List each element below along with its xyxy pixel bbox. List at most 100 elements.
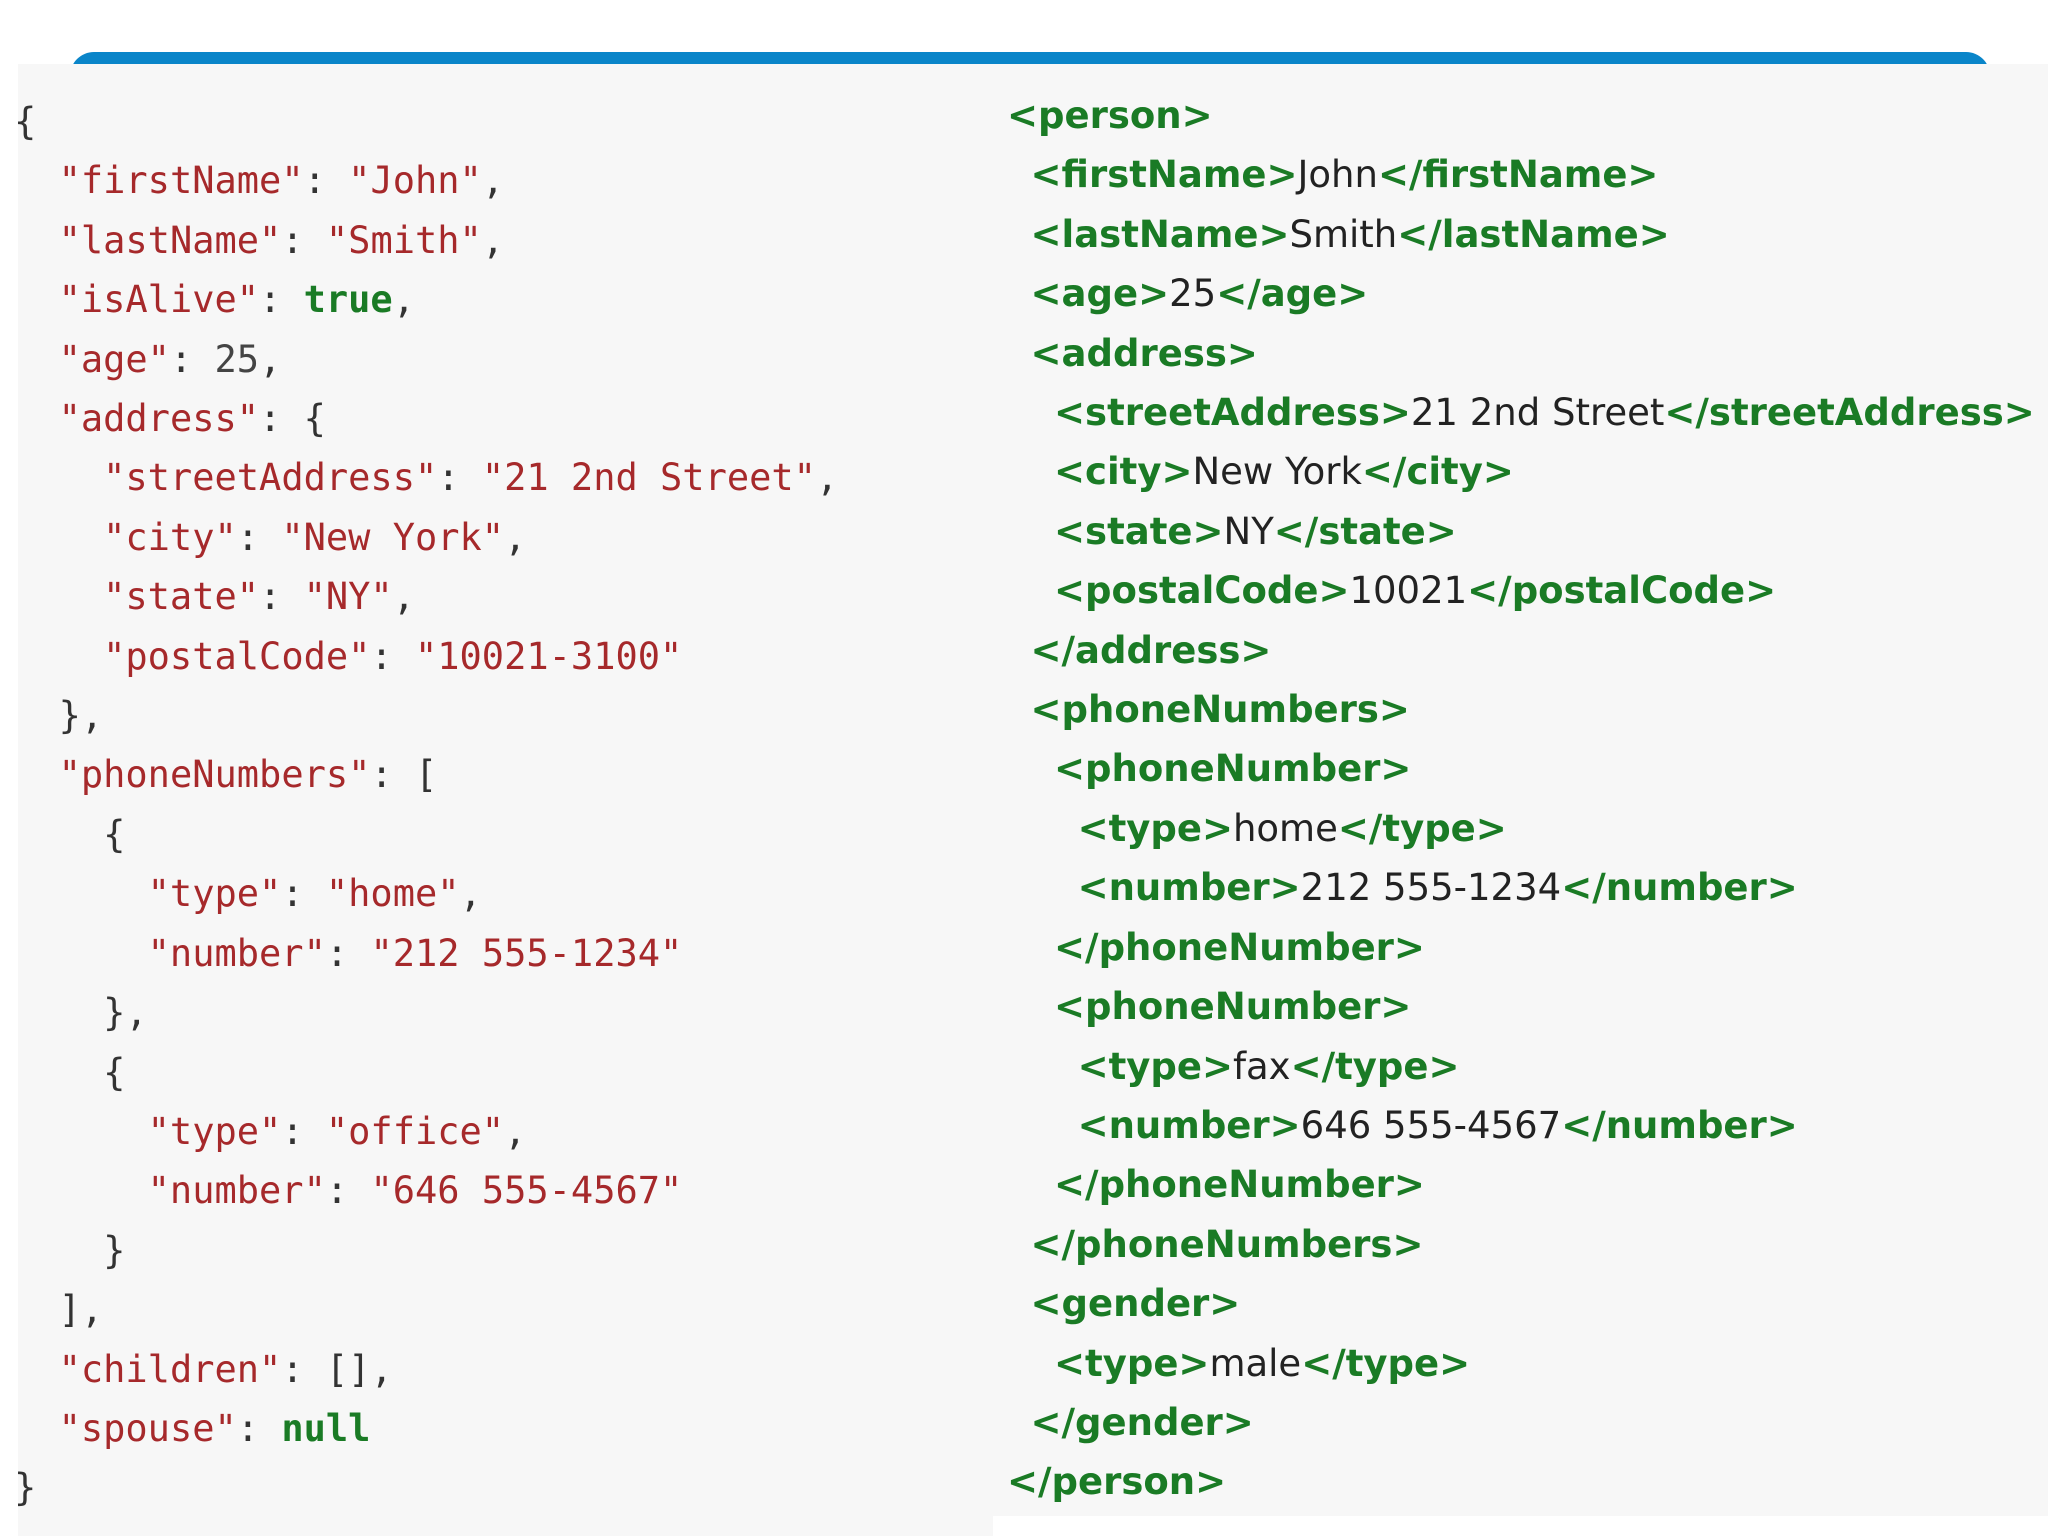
xml-line-postalcode: <postalCode>10021</postalCode> [1054,569,1776,612]
json-value: "212 555-1234" [370,931,683,975]
json-line-phonenumbers: "phoneNumbers": [ [58,753,438,797]
json-line-state: "state": "NY", [103,575,415,619]
json-open-brace: { [103,1050,126,1094]
json-key: "address" [58,397,260,441]
json-value: "John" [348,159,482,203]
xml-tag: </person> [1007,1460,1227,1504]
xml-tag: </address> [1030,628,1272,672]
xml-tag: <state> [1054,509,1224,553]
json-line-spouse: "spouse": null [58,1406,371,1450]
json-open-bracket: [ [415,753,438,797]
xml-tag: </type> [1301,1341,1471,1385]
json-line-streetaddress: "streetAddress": "21 2nd Street", [103,456,839,500]
xml-tag: </gender> [1030,1400,1254,1444]
json-value: [] [325,1347,371,1391]
json-line-firstname: "firstName": "John", [58,159,505,203]
xml-text: fax [1232,1044,1291,1088]
xml-text: male [1209,1341,1302,1385]
xml-tag: </lastName> [1397,212,1670,256]
json-open-brace: { [14,100,37,143]
json-value: "NY" [303,575,393,619]
xml-tag: <phoneNumber> [1054,985,1412,1029]
xml-code-panel [993,64,2048,1516]
json-line-type: "type": "office", [147,1109,527,1153]
json-line-lastname: "lastName": "Smith", [58,218,505,262]
json-close-brace: }, [58,694,104,738]
json-line-postalcode: "postalCode": "10021-3100" [103,634,683,678]
json-key: "type" [147,872,282,916]
xml-line-city: <city>New York</city> [1054,450,1514,493]
json-value: 25 [214,337,260,381]
xml-line-type: <type>fax</type> [1078,1045,1460,1088]
json-value: "office" [325,1109,505,1153]
json-value: null [281,1406,371,1450]
json-value: "10021-3100" [414,634,683,678]
json-key: "lastName" [58,218,282,262]
json-value: true [303,278,393,322]
xml-text: 21 2nd Street [1410,391,1665,435]
json-key: "children" [58,1347,282,1391]
json-key: "age" [58,337,170,381]
json-close-brace: } [14,1466,37,1510]
xml-text: NY [1223,509,1274,553]
xml-tag: <streetAddress> [1054,391,1411,435]
json-open-brace: { [103,812,126,856]
xml-tag: </phoneNumbers> [1030,1222,1424,1266]
xml-tag: </firstName> [1377,153,1659,197]
json-line-number: "number": "646 555-4567" [147,1169,683,1213]
xml-tag: <type> [1077,1044,1233,1088]
json-line-city: "city": "New York", [103,515,527,559]
json-close-bracket: ], [58,1288,104,1332]
xml-tag: </type> [1290,1044,1460,1088]
xml-code-block: <person> <firstName>John</firstName> <la… [1007,86,2035,1512]
json-code-panel [18,64,993,1536]
xml-tag: </postalCode> [1467,569,1777,613]
xml-tag: </city> [1361,450,1514,494]
xml-tag: <age> [1030,272,1170,316]
json-value: "21 2nd Street" [481,456,816,500]
xml-tag: </type> [1337,806,1507,850]
xml-line-gender-type: <type>male</type> [1054,1342,1470,1385]
xml-tag: <firstName> [1030,153,1298,197]
xml-tag: </phoneNumber> [1054,1163,1425,1207]
json-key: "spouse" [58,1406,237,1450]
xml-tag: <person> [1007,94,1213,137]
xml-tag: </age> [1216,272,1369,316]
xml-tag: <lastName> [1030,212,1290,256]
json-key: "isAlive" [58,278,260,322]
xml-text: 212 555-1234 [1300,866,1562,910]
xml-text: John [1297,153,1378,197]
xml-tag: <number> [1077,866,1301,910]
xml-tag: <phoneNumber> [1054,747,1412,791]
xml-line-state: <state>NY</state> [1054,510,1457,553]
json-open-brace: { [303,397,326,441]
xml-tag: </state> [1273,509,1457,553]
json-value: "home" [325,872,460,916]
xml-text: 646 555-4567 [1300,1103,1562,1147]
xml-tag: <number> [1077,1103,1301,1147]
json-key: "streetAddress" [103,456,438,500]
json-key: "city" [103,515,237,559]
xml-line-type: <type>home</type> [1078,807,1507,850]
xml-tag: </number> [1561,1103,1798,1147]
json-key: "state" [103,575,260,619]
xml-line-lastname: <lastName>Smith</lastName> [1031,213,1670,256]
json-line-children: "children": [], [58,1347,393,1391]
json-key: "firstName" [58,159,304,203]
json-line-type: "type": "home", [147,872,482,916]
xml-tag: <city> [1054,450,1193,494]
xml-tag: </phoneNumber> [1054,925,1425,969]
xml-line-number: <number>212 555-1234</number> [1078,866,1798,909]
json-key: "type" [147,1109,282,1153]
xml-tag: <phoneNumbers> [1030,688,1410,732]
json-value: "Smith" [325,218,482,262]
xml-line-number: <number>646 555-4567</number> [1078,1104,1798,1147]
json-line-number: "number": "212 555-1234" [147,931,683,975]
json-value: "New York" [281,515,505,559]
xml-text: 25 [1169,272,1217,316]
xml-line-age: <age>25</age> [1031,272,1369,315]
xml-line-firstname: <firstName>John</firstName> [1031,153,1659,196]
json-key: "postalCode" [103,634,371,678]
xml-text: New York [1192,450,1362,494]
xml-text: Smith [1289,212,1398,256]
